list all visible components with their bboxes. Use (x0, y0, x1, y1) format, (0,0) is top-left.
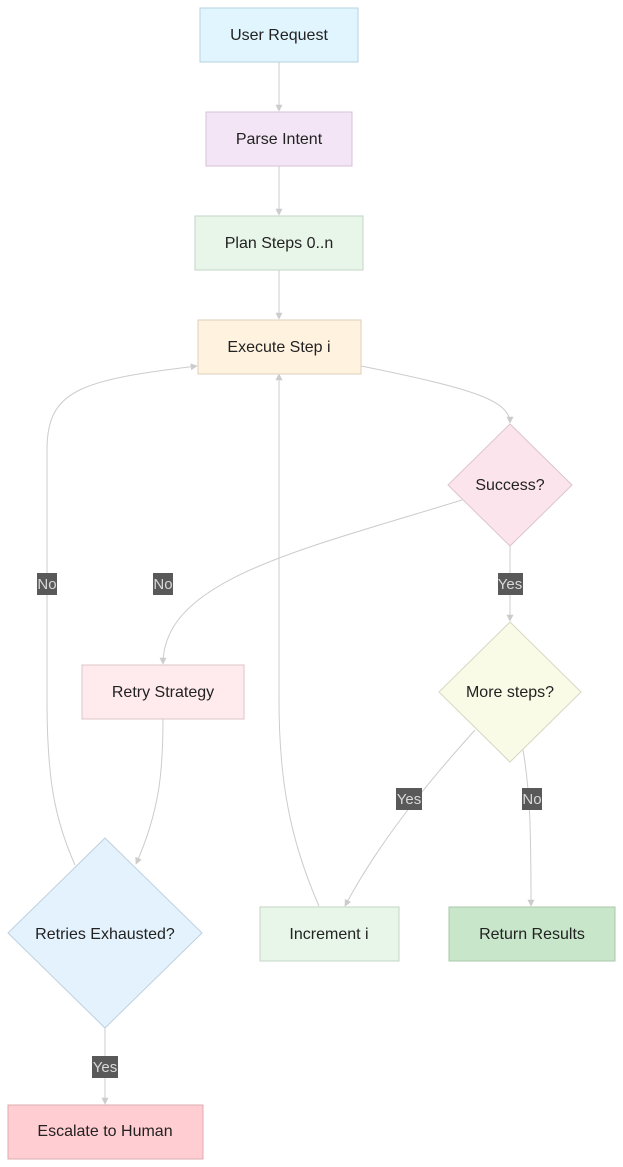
label-success-yes: Yes (498, 573, 523, 595)
node-user-request: User Request (199, 7, 359, 63)
node-label: Execute Step i (227, 339, 330, 356)
node-parse-intent: Parse Intent (205, 111, 353, 167)
svg-text:Yes: Yes (498, 576, 522, 593)
node-shape (81, 664, 245, 720)
node-label: More steps? (466, 684, 554, 701)
node-shape (197, 319, 362, 375)
node-label: Increment i (289, 926, 368, 943)
node-increment-i: Increment i (259, 906, 400, 962)
label-exhausted-yes: Yes (92, 1056, 118, 1078)
node-label: Parse Intent (236, 131, 323, 148)
node-retry-strategy: Retry Strategy (81, 664, 245, 720)
node-label: User Request (230, 27, 328, 44)
svg-text:Yes: Yes (93, 1059, 117, 1076)
label-exhausted-no: No (37, 573, 57, 595)
label-more-yes: Yes (396, 788, 422, 810)
node-shape (259, 906, 400, 962)
node-shape (199, 7, 359, 63)
edge-retry-to-exhausted (135, 717, 164, 865)
edges (46, 62, 535, 1105)
edge-success-no-to-retry (159, 499, 463, 665)
svg-text:No: No (37, 576, 56, 593)
node-label: Retries Exhausted? (35, 926, 175, 943)
node-shape (438, 621, 582, 763)
node-label: Plan Steps 0..n (225, 235, 334, 252)
node-label: Retry Strategy (112, 684, 214, 701)
node-label: Return Results (479, 926, 585, 943)
node-execute-step: Execute Step i (197, 319, 362, 375)
edge-labels: No Yes Yes No No Yes (37, 573, 542, 1078)
node-plan-steps: Plan Steps 0..n (194, 215, 364, 271)
node-return-results: Return Results (448, 906, 616, 962)
svg-text:No: No (153, 576, 172, 593)
edge-exhausted-no-to-execute (46, 363, 198, 866)
node-shape (7, 837, 203, 1029)
node-shape (205, 111, 353, 167)
svg-text:No: No (522, 791, 541, 808)
edge-execute-to-success (360, 365, 514, 424)
edge-increment-to-execute (275, 373, 320, 907)
label-more-no: No (522, 788, 542, 810)
svg-text:Yes: Yes (397, 791, 421, 808)
node-shape (7, 1104, 204, 1160)
node-more-steps-decision: More steps? (438, 621, 582, 763)
edge-more-no-to-return (522, 749, 535, 907)
edge-more-yes-to-increment (344, 729, 476, 907)
node-success-decision: Success? (447, 423, 573, 547)
node-label: Escalate to Human (37, 1123, 172, 1140)
node-label: Success? (475, 477, 544, 494)
label-success-no: No (153, 573, 173, 595)
node-shape (194, 215, 364, 271)
node-escalate-to-human: Escalate to Human (7, 1104, 204, 1160)
node-shape (447, 423, 573, 547)
node-retries-exhausted-decision: Retries Exhausted? (7, 837, 203, 1029)
node-shape (448, 906, 616, 962)
